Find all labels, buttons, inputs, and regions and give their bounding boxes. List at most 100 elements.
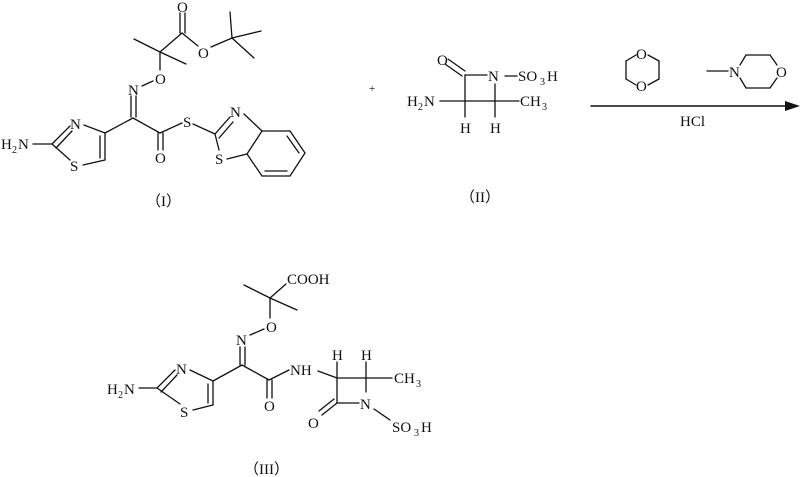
compound-III-amide-o: O: [264, 399, 275, 415]
bond: [647, 54, 660, 62]
bond: [212, 364, 243, 382]
bond: [269, 283, 287, 299]
compound-I-thioester-s: S: [183, 115, 191, 131]
bond: [51, 143, 71, 161]
compound-II-h-left: H: [460, 121, 471, 137]
bond: [214, 116, 231, 135]
compound-III-thiazole-s: S: [180, 405, 188, 421]
bond: [246, 153, 263, 177]
bond: [268, 369, 290, 381]
bond-double: [447, 58, 466, 72]
compound-III-sulfo-sub: 3: [414, 428, 419, 439]
bond: [132, 117, 161, 134]
dioxane-o-top: O: [636, 47, 647, 63]
bond: [647, 78, 660, 86]
bond: [625, 54, 637, 62]
bond: [243, 284, 271, 299]
bond: [289, 152, 306, 177]
compound-I-oxime-n: N: [128, 83, 139, 99]
compound-I-thioester-o: O: [155, 151, 166, 167]
compound-III-amine-h: H: [107, 382, 118, 398]
compound-III-amine-n: N: [124, 382, 135, 398]
bond: [192, 123, 216, 135]
compound-I: H 2 N N S N O O O: [1, 0, 306, 210]
bond: [444, 63, 463, 77]
compound-II: O N SO 3 H H 2 N CH 3 H H （II）: [407, 53, 558, 206]
compound-III-amine-sub: 2: [118, 390, 123, 401]
nmm-o: O: [776, 65, 787, 81]
compound-III-thiazole-n: N: [176, 362, 187, 378]
bond: [159, 32, 183, 53]
compound-I-amine-n: N: [18, 137, 29, 153]
bond: [83, 124, 106, 134]
bond: [226, 153, 248, 160]
dioxane-o-bottom: O: [636, 79, 647, 95]
compound-III-amide-nh: NH: [290, 363, 312, 379]
compound-II-ring-n: N: [488, 69, 499, 85]
bond: [181, 32, 199, 47]
compound-II-methyl: CH: [520, 94, 541, 110]
bond: [769, 54, 778, 66]
compound-III-h-left: H: [332, 348, 343, 364]
compound-III-oxime-o: O: [266, 320, 277, 336]
compound-III-sulfo: SO: [392, 420, 411, 436]
compound-I-thiazole-s: S: [70, 159, 78, 175]
bond-double: [55, 130, 73, 149]
compound-II-sulfo: SO: [518, 69, 537, 85]
bond: [739, 54, 747, 66]
bond: [231, 30, 262, 39]
bond: [289, 130, 306, 154]
bond: [373, 408, 391, 421]
compound-I-benzothiazole-s: S: [215, 152, 223, 168]
bond: [246, 130, 263, 155]
compound-II-h-right: H: [490, 121, 501, 137]
bond: [156, 369, 176, 389]
compound-I-amine-h: H: [1, 137, 12, 153]
bond: [192, 404, 214, 411]
n-methylmorpholine-structure: N O: [706, 54, 787, 89]
bond: [210, 37, 233, 48]
compound-II-methyl-sub: 3: [542, 102, 547, 113]
bond: [243, 113, 263, 132]
bond-double: [318, 398, 335, 412]
compound-II-sulfo-sub: 3: [540, 77, 545, 88]
bond: [51, 125, 71, 145]
compound-I-ester-carbonyl-o: O: [177, 0, 188, 16]
compound-III-ring-n: N: [360, 397, 371, 413]
compound-III-methyl-sub: 3: [416, 379, 421, 390]
reagent-hcl: HCl: [680, 114, 705, 130]
nmm-n: N: [729, 65, 740, 81]
bond-double: [160, 374, 178, 393]
compound-III-lactam-o: O: [308, 416, 319, 432]
plus-sign: +: [369, 83, 375, 95]
compound-II-sulfo-h: H: [547, 69, 558, 85]
bond: [269, 297, 298, 311]
bond: [229, 11, 233, 39]
arrow-head-icon: [785, 101, 800, 111]
bond: [241, 364, 270, 381]
compound-III-h-right: H: [361, 348, 372, 364]
compound-I-ester-o: O: [198, 46, 209, 62]
bond: [769, 77, 778, 89]
bond: [141, 80, 154, 87]
bond: [189, 369, 214, 382]
compound-I-label: （I）: [146, 193, 181, 210]
compound-I-amine-sub: 2: [12, 145, 17, 156]
compound-II-amine-n: N: [424, 94, 435, 110]
bond: [156, 387, 181, 405]
bond: [214, 133, 220, 151]
bond: [625, 78, 637, 86]
compound-I-oxime-o: O: [155, 72, 166, 88]
bond: [231, 37, 255, 59]
bond: [249, 328, 265, 336]
compound-II-amine-sub: 2: [418, 102, 423, 113]
compound-I-thiazole-n: N: [70, 117, 81, 133]
bond: [159, 51, 187, 65]
bond: [159, 122, 183, 134]
compound-II-label: （II）: [460, 189, 500, 206]
compound-III-acid: COOH: [287, 272, 330, 288]
bond-double: [218, 121, 234, 139]
compound-II-amine-h: H: [407, 94, 418, 110]
dioxane-structure: O O: [625, 47, 660, 95]
